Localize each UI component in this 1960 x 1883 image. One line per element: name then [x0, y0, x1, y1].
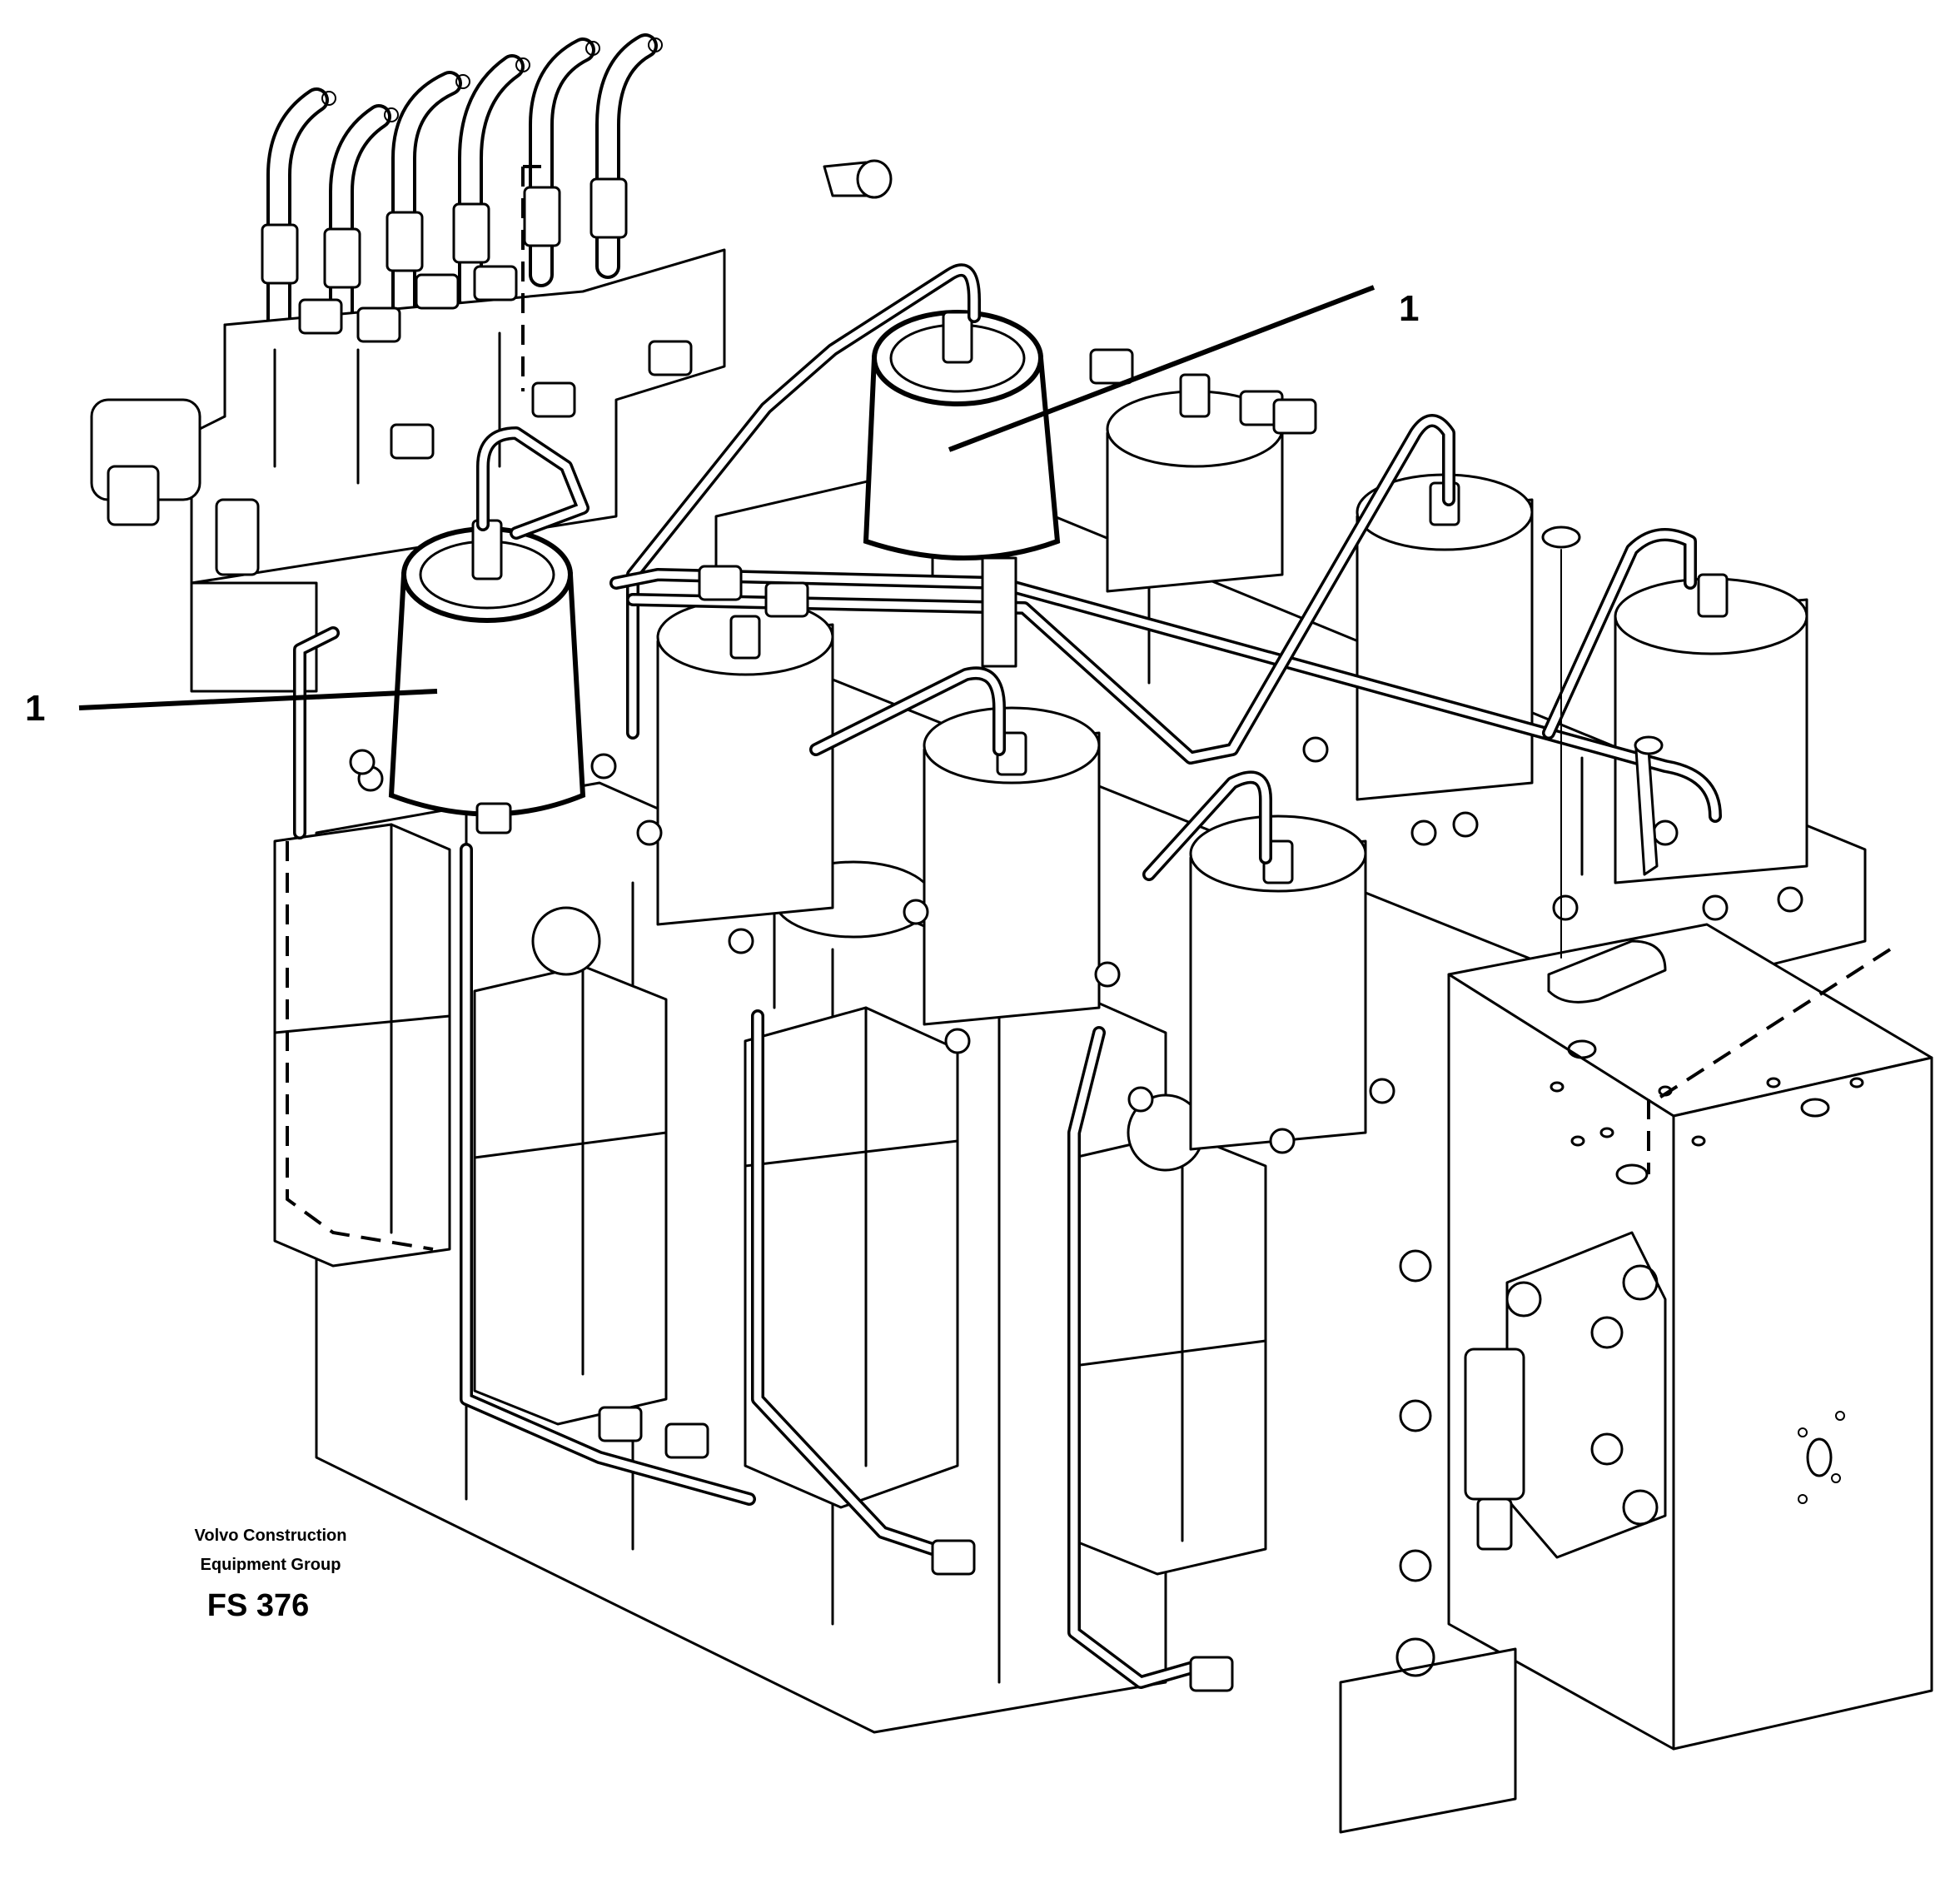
pressure-reducing-cans: [656, 373, 1808, 1151]
callout-number: 1: [1399, 288, 1419, 329]
company-name-line1: Volvo Construction: [195, 1527, 347, 1545]
callout-1-rear: 1: [948, 285, 1419, 452]
mounting-bolts: [349, 736, 1803, 1582]
leader-line: [948, 285, 1375, 452]
figure-number: FS 376: [207, 1588, 310, 1623]
accumulator-front: [388, 519, 586, 834]
callout-number: 1: [25, 688, 45, 729]
end-cover-block: [1339, 923, 1933, 1834]
pilot-pipes: [293, 263, 1722, 1689]
exploded-parts: [521, 165, 1892, 1174]
solenoid-valves: [273, 823, 1267, 1576]
pipe-fittings: [298, 159, 1317, 1692]
company-name-line2: Equipment Group: [201, 1556, 341, 1574]
figure-caption: Volvo Construction Equipment Group FS 37…: [195, 1527, 347, 1623]
pilot-hoses: [261, 33, 663, 346]
callout-1-front: 1: [25, 688, 438, 729]
leader-line: [78, 689, 438, 710]
accumulator-rear: [863, 310, 1061, 560]
